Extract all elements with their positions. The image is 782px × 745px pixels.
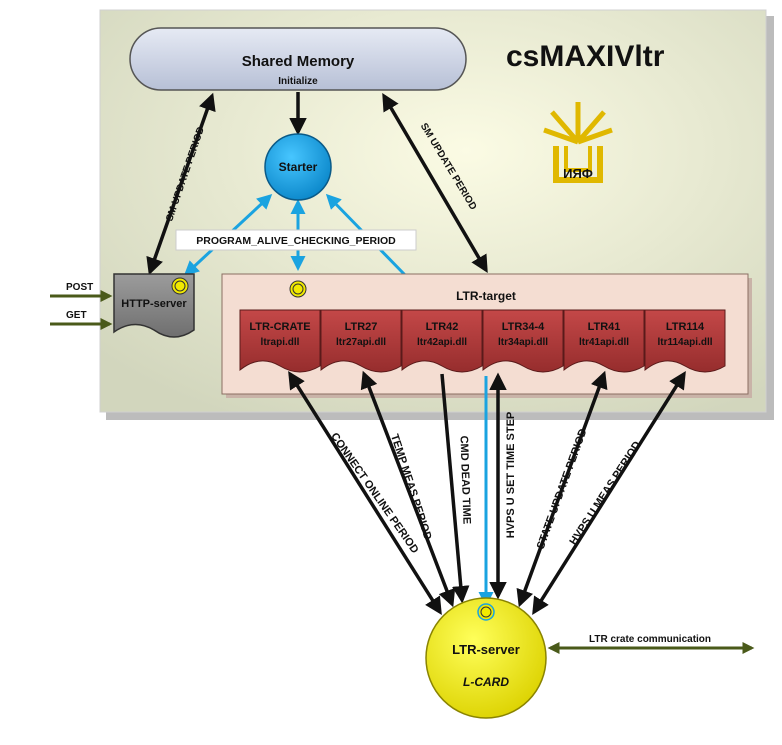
- ltr-module-name: LTR34-4: [502, 321, 545, 333]
- shared-memory-subtitle: Initialize: [278, 76, 318, 87]
- post-label: POST: [66, 282, 93, 293]
- target-event-icon: [289, 280, 307, 298]
- ltr-server-vendor: L-CARD: [463, 675, 509, 689]
- ltr-module-ltr41: [563, 309, 645, 373]
- ltr-module-ltr114: [644, 309, 726, 373]
- http-server-label: HTTP-server: [121, 298, 187, 310]
- link-arrow: [532, 371, 686, 615]
- get-label: GET: [66, 310, 87, 321]
- ltr-module-name: LTR27: [345, 321, 378, 333]
- ltr-module-dll: ltr114api.dll: [657, 337, 712, 348]
- crate-comm-label: LTR crate communication: [589, 634, 711, 645]
- ltr-module-dll: ltr41api.dll: [579, 337, 629, 348]
- alive-check-label: PROGRAM_ALIVE_CHECKING_PERIOD: [196, 235, 396, 247]
- link-label: HVPS U SET TIME STEP: [505, 412, 517, 539]
- http-event-icon: [171, 277, 189, 295]
- logo-text: ИЯФ: [563, 166, 593, 181]
- ltr-module-ltr-crate: [239, 309, 321, 373]
- ltr-module-name: LTR42: [426, 321, 459, 333]
- sm-update-arrow-right: [382, 92, 488, 274]
- starter-node: [264, 133, 332, 201]
- ltr-module-name: LTR-CRATE: [249, 321, 310, 333]
- ltr-module-dll: ltrapi.dll: [261, 337, 300, 348]
- ltr-module-ltr27: [320, 309, 402, 373]
- shared-memory-node: [129, 27, 467, 91]
- ltr-module-ltr42: [401, 309, 483, 373]
- link-arrow: [360, 370, 456, 608]
- starter-label: Starter: [279, 160, 318, 174]
- ltr-module-name: LTR41: [588, 321, 621, 333]
- iyaf-logo: ИЯФ: [543, 102, 613, 183]
- ltr-server-node: [425, 597, 547, 719]
- ltr-module-name: LTR114: [666, 321, 705, 333]
- ltr-module-ltr34-4: [482, 309, 564, 373]
- ltr-module-dll: ltr27api.dll: [336, 337, 386, 348]
- ltr-server-label: LTR-server: [452, 642, 520, 657]
- diagram-title: csMAXIVltr: [506, 40, 665, 73]
- ltr-target-label: LTR-target: [456, 289, 516, 303]
- server-event-icon: [477, 603, 495, 621]
- ltr-module-dll: ltr42api.dll: [417, 337, 467, 348]
- link-arrow: [440, 373, 470, 604]
- sm-update-arrow-left: [146, 92, 216, 276]
- shared-memory-title: Shared Memory: [242, 53, 355, 70]
- link-label: CMD DEAD TIME: [457, 435, 472, 524]
- alive-check-box: [175, 229, 417, 251]
- ltr-module-dll: ltr34api.dll: [498, 337, 548, 348]
